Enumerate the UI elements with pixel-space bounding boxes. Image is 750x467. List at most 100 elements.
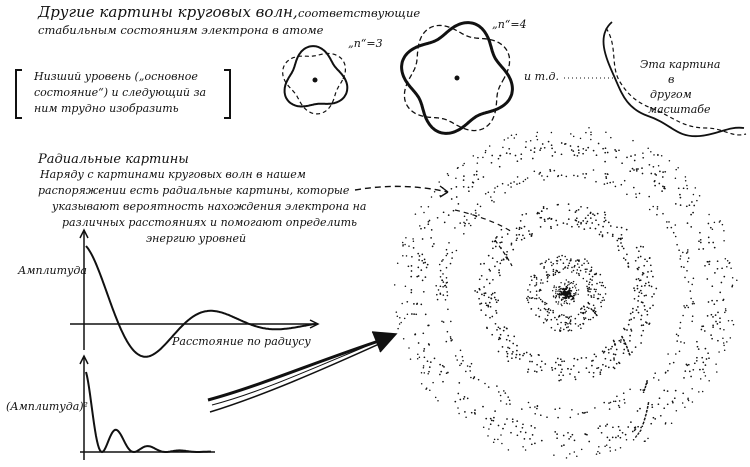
probability-dot: [627, 266, 630, 268]
probability-dot: [581, 307, 583, 310]
probability-dot: [488, 282, 491, 285]
probability-dot: [701, 356, 704, 359]
probability-dot: [446, 281, 449, 284]
probability-dot: [564, 267, 566, 269]
probability-dot: [559, 327, 562, 329]
probability-dot: [464, 411, 466, 413]
probability-dot: [509, 403, 511, 405]
probability-dot: [582, 322, 584, 325]
probability-dot: [451, 339, 453, 341]
probability-dot: [713, 221, 716, 224]
probability-dot: [533, 276, 536, 279]
probability-dot: [632, 139, 634, 142]
probability-dot: [586, 206, 589, 209]
probability-dot: [635, 435, 638, 437]
probability-dot: [528, 233, 531, 236]
probability-dot: [573, 154, 576, 156]
probability-dot: [433, 243, 435, 245]
probability-dot: [560, 174, 563, 176]
probability-dot: [650, 422, 653, 425]
probability-dot: [458, 382, 461, 384]
probability-dot: [580, 357, 583, 359]
probability-dot: [483, 286, 485, 288]
probability-dot: [605, 131, 607, 134]
probability-dot: [563, 302, 565, 304]
probability-dot: [534, 406, 536, 408]
probability-dot: [596, 314, 598, 317]
probability-dot: [527, 289, 529, 291]
probability-dot: [510, 242, 513, 245]
probability-dot: [533, 170, 536, 173]
probability-dot: [535, 284, 538, 286]
probability-dot: [557, 174, 560, 177]
probability-dot: [633, 159, 636, 162]
probability-dot: [646, 313, 649, 316]
probability-dot: [457, 203, 460, 205]
probability-dot: [553, 454, 555, 456]
probability-dot: [684, 406, 686, 409]
probability-dot: [525, 213, 528, 215]
probability-dot: [596, 282, 598, 285]
probability-dot: [492, 419, 495, 422]
probability-dot: [495, 312, 498, 314]
probability-dot: [506, 233, 509, 235]
probability-dot: [553, 285, 555, 287]
probability-dot: [651, 295, 653, 298]
probability-dot: [497, 299, 500, 302]
probability-dot: [644, 414, 647, 417]
probability-dot: [485, 417, 488, 420]
probability-dot: [635, 196, 638, 199]
probability-dot: [698, 194, 701, 197]
probability-dot: [552, 263, 555, 265]
probability-dot: [713, 246, 716, 249]
probability-dot: [578, 266, 580, 269]
probability-dot: [482, 426, 485, 428]
probability-dot: [465, 416, 467, 418]
probability-dot: [635, 193, 637, 195]
probability-dot: [459, 398, 462, 401]
probability-dot: [441, 279, 443, 282]
probability-dot: [484, 149, 487, 152]
probability-dot: [435, 285, 438, 287]
probability-dot: [684, 276, 686, 279]
probability-dot: [522, 446, 524, 448]
probability-dot: [505, 152, 508, 154]
probability-dot: [442, 286, 444, 288]
probability-dot: [604, 286, 607, 289]
probability-dot: [511, 353, 513, 355]
probability-dot: [446, 252, 449, 255]
pointer-dash-3: [494, 239, 513, 267]
probability-dot: [582, 147, 585, 150]
probability-dot: [480, 302, 483, 305]
probability-dot: [556, 357, 559, 360]
probability-dot: [417, 252, 420, 255]
probability-dot: [577, 149, 580, 152]
note-line2: состояние“) и следующий за: [34, 86, 206, 99]
pointer-arrowhead-1: [439, 185, 449, 198]
probability-dot: [518, 228, 521, 231]
probability-dot: [490, 196, 492, 198]
probability-dot: [596, 212, 599, 215]
probability-dot: [445, 286, 448, 288]
probability-dot: [602, 363, 604, 366]
probability-dot: [534, 285, 536, 287]
probability-dot: [455, 196, 458, 198]
probability-dot: [495, 309, 497, 312]
probability-dot: [451, 251, 454, 254]
probability-dot: [541, 175, 543, 177]
probability-dot: [559, 293, 561, 296]
probability-dot: [565, 326, 568, 329]
probability-dot: [531, 232, 533, 235]
probability-dot: [529, 353, 532, 356]
probability-dot: [569, 295, 571, 298]
probability-dot: [422, 262, 425, 264]
probability-dot: [582, 220, 585, 222]
probability-dot: [567, 323, 569, 325]
probability-dot: [603, 299, 605, 301]
probability-dot: [623, 342, 626, 345]
probability-dot: [605, 176, 607, 178]
probability-dot: [597, 366, 600, 369]
probability-dot: [507, 360, 510, 363]
probability-dot: [606, 231, 609, 234]
probability-dot: [569, 453, 571, 455]
